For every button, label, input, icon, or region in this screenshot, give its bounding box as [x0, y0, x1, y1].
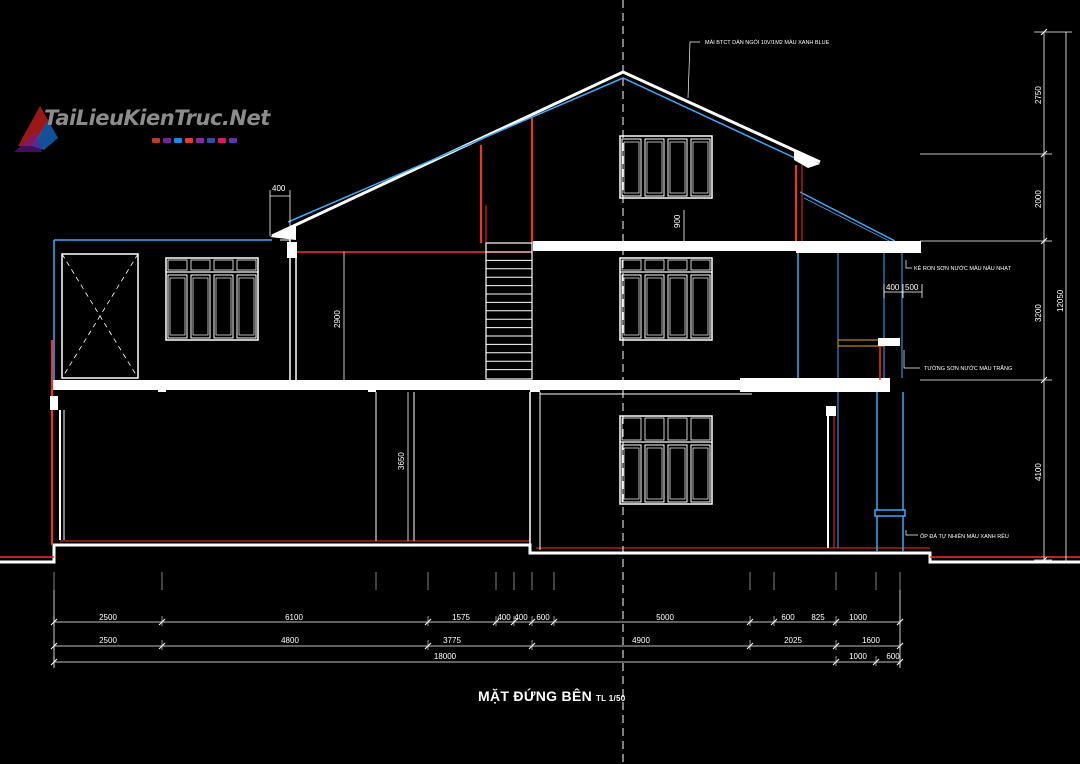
dim-label-row1: 400 [514, 613, 528, 622]
dim-side-400: 400 [886, 283, 900, 292]
ground-line [0, 540, 1080, 564]
dim-ground-3650: 3650 [397, 452, 406, 470]
dim-label-row2: 1600 [862, 636, 880, 645]
drawing-scale: TL 1/50 [596, 694, 626, 703]
dim-tick [1040, 556, 1048, 564]
dim-tick [1040, 150, 1048, 158]
watermark-dot [163, 138, 171, 143]
dim-label-row2: 2500 [99, 636, 117, 645]
dim-label-row1: 2500 [99, 613, 117, 622]
drawing-title-main: MẶT ĐỨNG BÊN [478, 688, 592, 704]
dim-label-row2: 4900 [632, 636, 650, 645]
dim-label-row1: 1575 [452, 613, 470, 622]
watermark-dot [207, 138, 215, 143]
dim-label-row2: 4800 [281, 636, 299, 645]
left-volume [50, 236, 297, 545]
roof [270, 70, 896, 246]
slabs [52, 241, 921, 392]
dim-label-row3: 1000 [849, 652, 867, 661]
dim-label-row1: 6100 [285, 613, 303, 622]
window [619, 135, 713, 199]
dim-label-row2: 3775 [443, 636, 461, 645]
roof-note: MÁI BTCT DÁN NGÓI 10V/1M2 MÀU XANH BLUE [705, 39, 830, 46]
dim-floor-2900: 2900 [333, 310, 342, 328]
watermark-dot [218, 138, 226, 143]
ground-floor [375, 392, 839, 550]
watermark-dot [229, 138, 237, 143]
dim-tick [1040, 237, 1048, 245]
dimension-lines [53, 31, 1072, 668]
base-note: ỐP ĐÁ TỰ NHIÊN MÀU XANH RÊU [920, 532, 1009, 540]
watermark-dot [174, 138, 182, 143]
dim-label-row1: 600 [536, 613, 550, 622]
stair [485, 242, 533, 380]
trim-note: KẺ RON SƠN NƯỚC MÀU NÂU NHẠT [914, 265, 1012, 272]
dim-right-3200: 3200 [1034, 304, 1043, 322]
dim-label-row3: 18000 [434, 652, 457, 661]
dim-right-2000: 2000 [1034, 190, 1043, 208]
watermark-dot [152, 138, 160, 143]
dim-label-row2: 2025 [784, 636, 802, 645]
dim-roof-900: 900 [673, 214, 682, 228]
dimension-ticks [50, 28, 1048, 666]
wall-note: TƯỜNG SƠN NƯỚC MÀU TRẮNG [924, 364, 1012, 372]
dim-label-row1: 600 [781, 613, 795, 622]
dim-tick [1040, 376, 1048, 384]
watermark-dot [185, 138, 193, 143]
dim-right-4100: 4100 [1034, 463, 1043, 481]
leader-lines [687, 41, 920, 536]
dim-right-2750: 2750 [1034, 86, 1043, 104]
dim-label-row1: 400 [497, 613, 511, 622]
windows [165, 135, 713, 505]
window [619, 257, 713, 341]
logo-icon [14, 106, 58, 152]
dim-label-row3: 600 [886, 652, 900, 661]
dim-top-400: 400 [272, 184, 286, 193]
dim-label-row1: 1000 [849, 613, 867, 622]
window [165, 257, 259, 341]
dim-label-row1: 825 [811, 613, 825, 622]
drawing-title: MẶT ĐỨNG BÊN TL 1/50 [478, 688, 626, 704]
watermark-dots [152, 138, 237, 143]
dim-tick [1040, 28, 1048, 36]
watermark-logo: TaiLieuKienTruc.Net [14, 102, 270, 154]
watermark-dot [196, 138, 204, 143]
right-volume [797, 253, 906, 552]
dim-right-total: 12050 [1056, 289, 1065, 312]
dim-side-500: 500 [905, 283, 919, 292]
window [619, 415, 713, 505]
watermark-text: TaiLieuKienTruc.Net [44, 106, 270, 130]
dim-label-row1: 5000 [656, 613, 674, 622]
